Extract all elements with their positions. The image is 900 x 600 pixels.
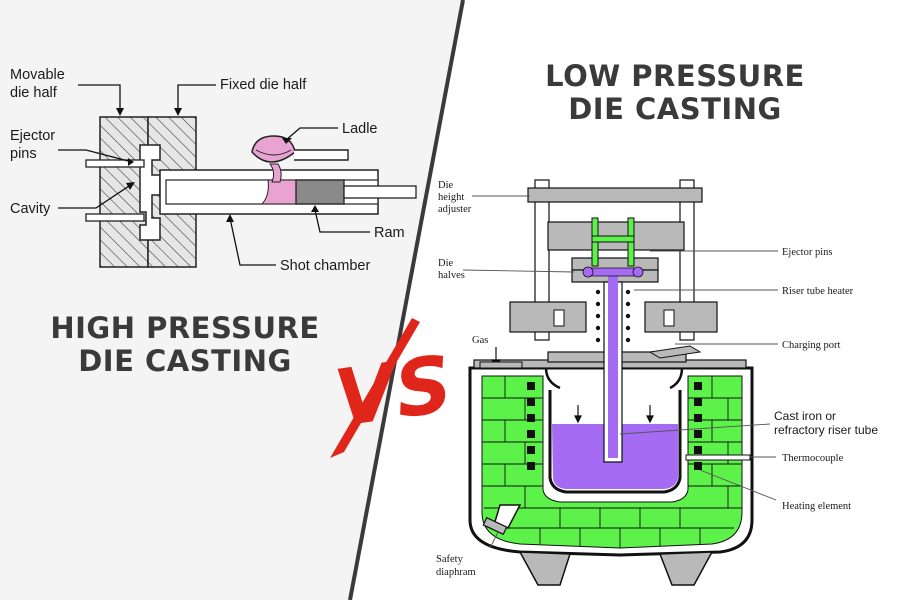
label-die-halves-2: halves bbox=[438, 270, 465, 281]
label-riser-tube-heater: Riser tube heater bbox=[782, 286, 854, 297]
frame-post-left bbox=[534, 179, 550, 341]
label-die-height-adjuster: Die bbox=[438, 180, 454, 191]
low-pressure-title: LOW PRESSURE DIE CASTING bbox=[545, 59, 805, 127]
label-ram: Ram bbox=[374, 225, 405, 241]
charging-port bbox=[648, 345, 702, 359]
lower-platen-right bbox=[644, 301, 718, 333]
furnace-leg-left bbox=[518, 551, 572, 586]
label-ejector-pins-lp: Ejector pins bbox=[782, 247, 832, 258]
high-pressure-title: HIGH PRESSURE DIE CASTING bbox=[50, 311, 320, 379]
label-charging-port: Charging port bbox=[782, 340, 841, 351]
label-thermocouple: Thermocouple bbox=[782, 453, 844, 464]
label-fixed-die-half: Fixed die half bbox=[220, 77, 307, 93]
label-heating-element: Heating element bbox=[782, 501, 851, 512]
label-die-halves: Die bbox=[438, 258, 454, 269]
vs-slash bbox=[330, 318, 420, 458]
label-ladle: Ladle bbox=[342, 121, 377, 137]
cavity-metal bbox=[584, 267, 642, 277]
riser-tube-heater bbox=[595, 289, 631, 343]
safety-diaphragm-pipe bbox=[493, 504, 522, 529]
die-height-adjuster-bar bbox=[527, 187, 703, 203]
lower-platen-left bbox=[509, 301, 587, 333]
furnace-leg-right bbox=[658, 551, 714, 586]
label-movable-die-half: Movable bbox=[10, 67, 65, 83]
label-safety-diaphram-2: diaphram bbox=[436, 567, 476, 578]
frame-post-right bbox=[679, 179, 695, 341]
label-shot-chamber: Shot chamber bbox=[280, 258, 370, 274]
label-safety-diaphram: Safety bbox=[436, 554, 464, 565]
ladle-handle bbox=[294, 149, 349, 161]
label-cast-iron-riser-2: refractory riser tube bbox=[774, 423, 878, 437]
shot-chamber-metal bbox=[260, 179, 297, 205]
label-cast-iron-riser: Cast iron or bbox=[774, 409, 836, 423]
ladle-pour-stream bbox=[269, 163, 282, 183]
label-gas: Gas bbox=[472, 335, 488, 346]
ram-rod bbox=[343, 185, 417, 199]
vs-text: VS bbox=[330, 339, 458, 444]
ejector-pins bbox=[591, 217, 635, 267]
label-die-height-adjuster-3: adjuster bbox=[438, 204, 472, 215]
refractory-lining bbox=[481, 375, 743, 549]
gas-port bbox=[479, 361, 523, 369]
label-movable-die-half-2: die half bbox=[10, 85, 58, 101]
label-cavity: Cavity bbox=[10, 201, 51, 217]
die-cavity bbox=[139, 144, 161, 241]
ejector-pin-upper bbox=[85, 159, 145, 168]
label-die-height-adjuster-2: height bbox=[438, 192, 464, 203]
heating-coils bbox=[527, 382, 702, 470]
label-ejector-pins: Ejector bbox=[10, 128, 55, 144]
thermocouple-probe bbox=[685, 454, 751, 461]
ejector-pin-lower bbox=[85, 213, 145, 222]
riser-metal bbox=[608, 272, 618, 458]
label-ejector-pins-2: pins bbox=[10, 146, 37, 162]
